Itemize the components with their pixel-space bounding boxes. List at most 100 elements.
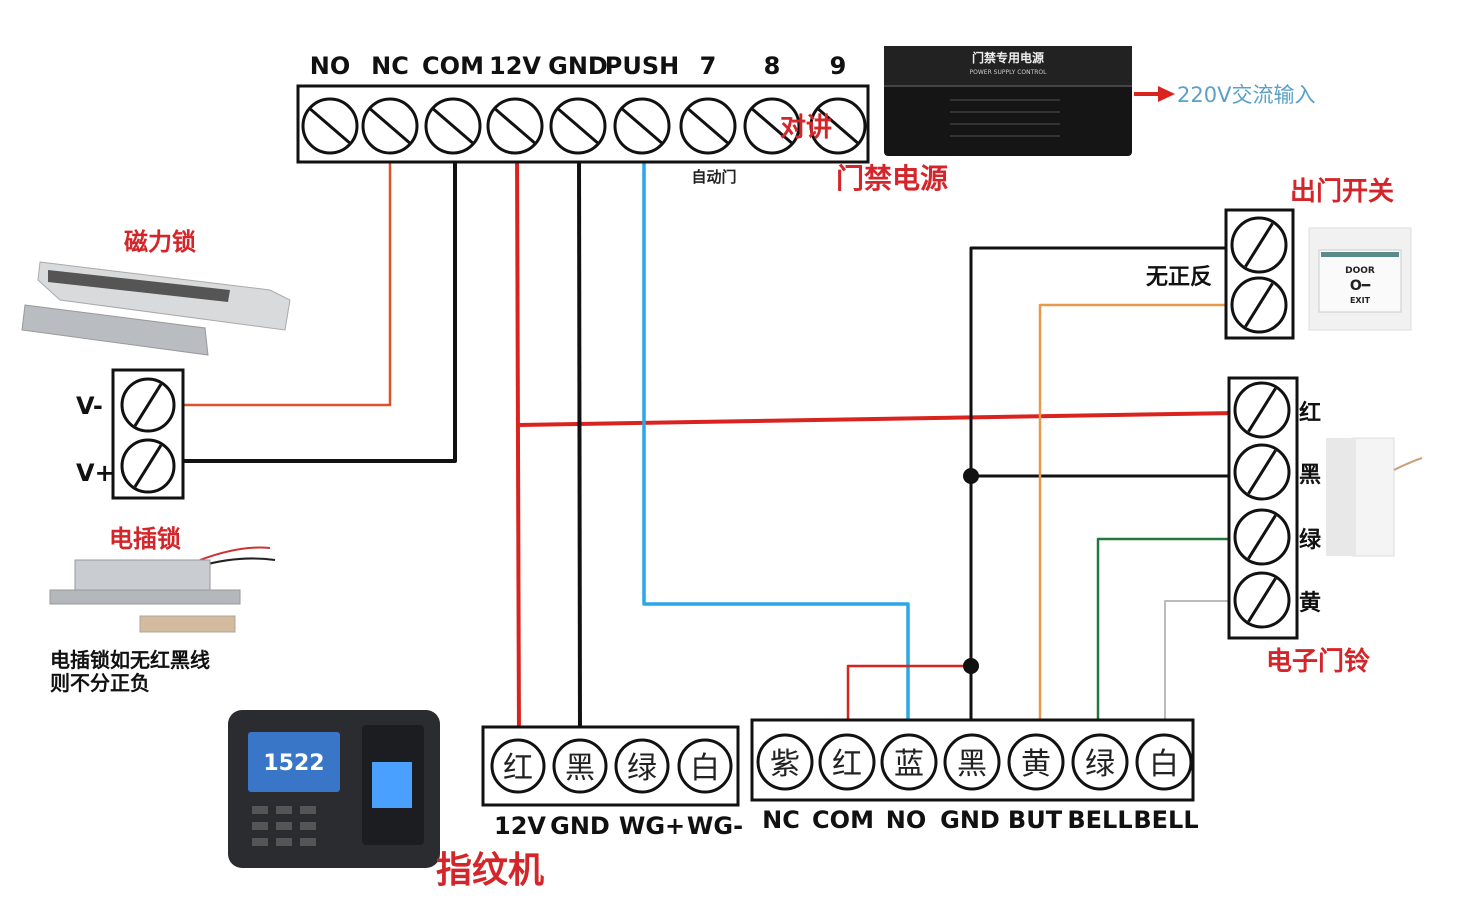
mag-lock-title: 磁力锁 bbox=[124, 228, 196, 256]
wire-12v-red bbox=[515, 149, 521, 741]
auto-door-label: 自动门 bbox=[691, 168, 736, 186]
doorbell-terminal bbox=[1233, 508, 1291, 566]
doorbell-terminal bbox=[1233, 571, 1291, 629]
controller-wire-label: BELL bbox=[1133, 806, 1198, 834]
power-terminal-4 bbox=[549, 97, 607, 155]
svg-text:门禁专用电源: 门禁专用电源 bbox=[972, 50, 1044, 65]
junction-dot bbox=[963, 658, 979, 674]
fingerprint-wire-label: GND bbox=[550, 812, 610, 840]
power-terminal-label: PUSH bbox=[605, 52, 679, 80]
fingerprint-terminal bbox=[614, 738, 670, 794]
controller-terminal bbox=[756, 733, 814, 791]
fingerprint-wire-color: 黑 bbox=[565, 751, 595, 786]
wire-nc-to-vminus bbox=[175, 150, 392, 407]
controller-wire-color: 黑 bbox=[957, 747, 987, 782]
power-terminal-label: NC bbox=[371, 52, 409, 80]
power-terminal-label: GND bbox=[548, 52, 608, 80]
controller-wire-color: 白 bbox=[1149, 747, 1179, 782]
power-terminal-label: 12V bbox=[489, 52, 541, 80]
svg-text:1522: 1522 bbox=[263, 751, 324, 776]
power-terminal-1 bbox=[361, 97, 419, 155]
power-terminal-6 bbox=[679, 97, 737, 155]
exit-button-image: DOOR O━ EXIT bbox=[1308, 227, 1412, 331]
key-icon: O━ bbox=[1350, 278, 1371, 294]
svg-text:DOOR: DOOR bbox=[1345, 266, 1375, 276]
power-terminal-3 bbox=[486, 97, 544, 155]
bolt-lock-image bbox=[49, 546, 276, 633]
fingerprint-wire-color: 绿 bbox=[627, 751, 657, 786]
exit-switch-terminal bbox=[1230, 216, 1288, 274]
wire-but-orange bbox=[1038, 303, 1236, 740]
bolt-lock-note-line2: 则不分正负 bbox=[50, 671, 150, 695]
power-terminal-label: 9 bbox=[830, 52, 847, 80]
bolt-lock-note-line1: 电插锁如无红黑线 bbox=[50, 648, 210, 672]
ac-input-label: 220V交流输入 bbox=[1177, 83, 1315, 107]
mag-lock-terminal-vplus bbox=[120, 438, 176, 494]
doorbell-title: 电子门铃 bbox=[1266, 647, 1370, 677]
wire-com-red bbox=[846, 664, 971, 740]
doorbell-terminal bbox=[1233, 381, 1291, 439]
power-terminal-8 bbox=[809, 97, 867, 155]
controller-terminal bbox=[1071, 733, 1129, 791]
controller-wire-color: 蓝 bbox=[894, 747, 924, 782]
doorbell-wire-label: 黑 bbox=[1299, 463, 1321, 488]
fingerprint-wire-label: 12V bbox=[494, 812, 546, 840]
wire-red-bus bbox=[518, 411, 1237, 427]
power-terminal-label: 7 bbox=[700, 52, 717, 80]
controller-wire-label: GND bbox=[940, 806, 1000, 834]
wire-bell-green bbox=[1096, 537, 1238, 740]
fingerprint-terminal bbox=[552, 738, 608, 794]
controller-terminal bbox=[1007, 733, 1065, 791]
power-terminal-0 bbox=[301, 97, 359, 155]
mag-lock-terminal-vminus bbox=[120, 377, 176, 433]
fingerprint-wire-color: 红 bbox=[503, 751, 533, 786]
controller-terminal bbox=[1135, 733, 1193, 791]
mag-lock-image bbox=[21, 261, 291, 356]
fingerprint-terminal bbox=[490, 738, 546, 794]
arrow-right-icon bbox=[1134, 86, 1175, 102]
fingerprint-wire-label: WG+ bbox=[619, 812, 685, 840]
wire-bell-gray bbox=[1164, 600, 1238, 740]
controller-wire-label: NC bbox=[762, 806, 800, 834]
controller-wire-color: 黄 bbox=[1021, 747, 1051, 782]
wire-gnd-black bbox=[577, 149, 582, 741]
doorbell-wire-label: 红 bbox=[1299, 400, 1321, 426]
power-terminal-2 bbox=[424, 97, 482, 155]
svg-text:POWER SUPPLY CONTROL: POWER SUPPLY CONTROL bbox=[970, 69, 1048, 76]
controller-terminal bbox=[880, 733, 938, 791]
fingerprint-wire-label: WG- bbox=[687, 812, 743, 840]
controller-wire-label: BELL bbox=[1067, 806, 1132, 834]
power-terminal-5 bbox=[613, 97, 671, 155]
svg-text:EXIT: EXIT bbox=[1350, 296, 1371, 305]
fingerprint-title: 指纹机 bbox=[436, 850, 544, 891]
controller-wire-color: 紫 bbox=[770, 747, 800, 782]
power-supply-unit: 门禁专用电源 POWER SUPPLY CONTROL bbox=[884, 46, 1132, 156]
controller-wire-color: 绿 bbox=[1085, 747, 1115, 782]
power-terminal-7 bbox=[743, 97, 801, 155]
controller-wire-label: COM bbox=[812, 806, 874, 834]
power-terminal-label: NO bbox=[310, 52, 351, 80]
doorbell-image bbox=[1326, 437, 1423, 557]
controller-terminal bbox=[943, 733, 1001, 791]
intercom-label: 对讲 bbox=[780, 113, 832, 143]
controller-wire-label: BUT bbox=[1008, 806, 1063, 834]
fingerprint-terminal bbox=[677, 738, 733, 794]
power-terminal-label: COM bbox=[422, 52, 484, 80]
wire-push-blue bbox=[642, 150, 910, 740]
doorbell-terminal bbox=[1233, 443, 1291, 501]
doorbell-wire-label: 绿 bbox=[1299, 527, 1322, 553]
wire-gnd-bus bbox=[969, 246, 1236, 740]
bolt-lock-title: 电插锁 bbox=[109, 525, 181, 553]
fingerprint-wire-color: 白 bbox=[690, 751, 720, 786]
controller-wire-label: NO bbox=[886, 806, 927, 834]
fingerprint-machine-image: 1522 bbox=[228, 710, 440, 868]
polarity-note: 无正反 bbox=[1146, 265, 1212, 290]
exit-switch-title: 出门开关 bbox=[1290, 177, 1394, 207]
power-supply-title: 门禁电源 bbox=[836, 162, 948, 195]
wire-com-to-vplus bbox=[180, 150, 457, 463]
exit-switch-terminal bbox=[1230, 276, 1288, 334]
vplus-label: V+ bbox=[76, 459, 115, 487]
vminus-label: V- bbox=[76, 392, 103, 420]
